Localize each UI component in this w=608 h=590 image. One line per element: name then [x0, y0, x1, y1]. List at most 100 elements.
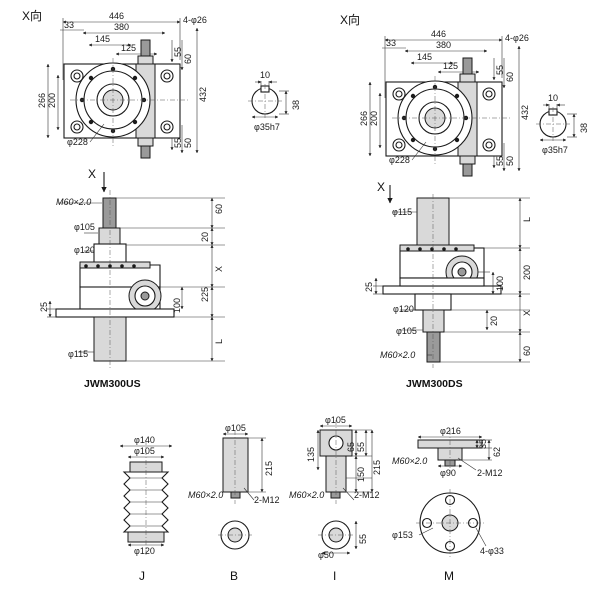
ds-d120: φ120	[393, 304, 414, 314]
m-thread: M60×2.0	[392, 456, 427, 466]
ds-dim-l: L	[522, 217, 532, 222]
dim-60-r: 60	[505, 72, 515, 82]
us-d120: φ120	[74, 245, 95, 255]
ds-d115: φ115	[392, 207, 412, 217]
front-view-ds: X	[364, 180, 532, 390]
dim-266-r: 266	[359, 111, 369, 126]
i-dim-55: 55	[356, 442, 366, 452]
dim-380: 380	[114, 22, 129, 32]
us-dim-l: L	[214, 339, 224, 344]
us-thread: M60×2.0	[56, 197, 91, 207]
holes-label-r: 4-φ26	[505, 33, 529, 43]
dim-50: 50	[183, 138, 193, 148]
ds-dim-60: 60	[522, 346, 532, 356]
dim-10-r: 10	[548, 93, 558, 103]
b-thread: M60×2.0	[188, 490, 223, 500]
model-ds-label: JWM300DS	[406, 378, 463, 390]
dim-10: 10	[260, 70, 270, 80]
b-d105: φ105	[225, 423, 246, 433]
i-d50: φ50	[318, 550, 334, 560]
option-b: φ105 215 M60×2.0 2-M12 B	[188, 423, 280, 583]
i-dim-215: 215	[372, 460, 382, 475]
i-dim-65: 65	[346, 442, 356, 452]
j-d120: φ120	[134, 546, 155, 556]
ds-dim-100: 100	[495, 276, 505, 291]
ds-dim-20: 20	[489, 316, 499, 326]
m-d216: φ216	[440, 426, 461, 436]
arrow-x-label-ds: X	[377, 180, 385, 194]
front-view-us: X	[39, 167, 225, 390]
j-d140: φ140	[134, 435, 155, 445]
us-dim-20: 20	[200, 232, 210, 242]
option-m: φ216 62 35 M60×2.0 φ90 2-M12 φ153 4-φ33 …	[392, 426, 504, 583]
us-dim-100: 100	[172, 298, 182, 313]
dim-266: 266	[37, 93, 47, 108]
dim-60: 60	[183, 54, 193, 64]
i-d105: φ105	[325, 415, 346, 425]
dim-38: 38	[291, 100, 301, 110]
m-d90: φ90	[440, 468, 456, 478]
dim-125: 125	[121, 43, 136, 53]
dim-55-bottom: 55	[173, 138, 183, 148]
ds-dim-x: X	[522, 310, 532, 316]
b-screws: 2-M12	[254, 495, 280, 505]
m-dim-62: 62	[492, 447, 502, 457]
bore-label: φ228	[67, 137, 88, 147]
us-dim-25: 25	[39, 302, 49, 312]
dim-38-r: 38	[579, 123, 589, 133]
shaft-section-right: 10 38 φ35h7	[536, 93, 589, 155]
dim-200-r: 200	[369, 111, 379, 126]
view-x-label-right: X向	[340, 12, 360, 27]
dim-33: 33	[64, 20, 74, 30]
ds-dim-200: 200	[522, 265, 532, 280]
i-dim-135: 135	[306, 447, 316, 462]
dim-446: 446	[109, 11, 124, 21]
shaft-section-left: 10 38 φ35h7	[248, 70, 301, 132]
dim-145-r: 145	[417, 52, 432, 62]
option-b-label: B	[230, 569, 238, 583]
dim-55-top-r: 55	[495, 65, 505, 75]
option-j-label: J	[139, 569, 145, 583]
dim-380-r: 380	[436, 40, 451, 50]
model-us-label: JWM300US	[84, 378, 141, 390]
top-view-right: X向 446 380 145 125 33 4-φ26 266 200 432 …	[340, 12, 530, 176]
top-view-left: X向 446 380 145 125 33 4-φ26 266 200 432 …	[22, 8, 208, 158]
i-thread: M60×2.0	[289, 490, 324, 500]
us-dim-x: X	[214, 266, 224, 272]
dim-55-bottom-r: 55	[495, 156, 505, 166]
dim-33-r: 33	[386, 38, 396, 48]
i-screws: 2-M12	[354, 490, 380, 500]
arrow-x-label-us: X	[88, 167, 96, 181]
ds-thread: M60×2.0	[380, 350, 415, 360]
option-i: φ105 135 65 55 150 215 M60×2.0 2-M12 φ50…	[289, 415, 382, 583]
option-j: φ140 φ105 φ120 J	[119, 435, 173, 583]
i-dim-150: 150	[356, 467, 366, 482]
dim-125-r: 125	[443, 61, 458, 71]
us-d115: φ115	[68, 349, 88, 359]
option-m-label: M	[444, 569, 454, 583]
ds-dim-25: 25	[364, 282, 374, 292]
dim-200: 200	[47, 93, 57, 108]
m-holes: 4-φ33	[480, 546, 504, 556]
m-dim-35: 35	[478, 439, 488, 449]
us-dim-60: 60	[214, 204, 224, 214]
dim-432: 432	[198, 87, 208, 102]
j-d105: φ105	[134, 446, 155, 456]
dim-50-r: 50	[505, 156, 515, 166]
dim-55-top: 55	[173, 47, 183, 57]
holes-label: 4-φ26	[183, 15, 207, 25]
m-d153: φ153	[392, 530, 413, 540]
shaft-dia-r: φ35h7	[542, 145, 568, 155]
option-i-label: I	[333, 569, 336, 583]
dim-145: 145	[95, 34, 110, 44]
b-dim-215: 215	[264, 461, 274, 476]
bore-label-r: φ228	[389, 155, 410, 165]
m-screws: 2-M12	[477, 468, 503, 478]
us-dim-225: 225	[200, 287, 210, 302]
shaft-dia: φ35h7	[254, 122, 280, 132]
dim-432-r: 432	[520, 105, 530, 120]
view-x-label: X向	[22, 8, 42, 23]
ds-d105: φ105	[396, 326, 417, 336]
i-dim-55b: 55	[358, 534, 368, 544]
